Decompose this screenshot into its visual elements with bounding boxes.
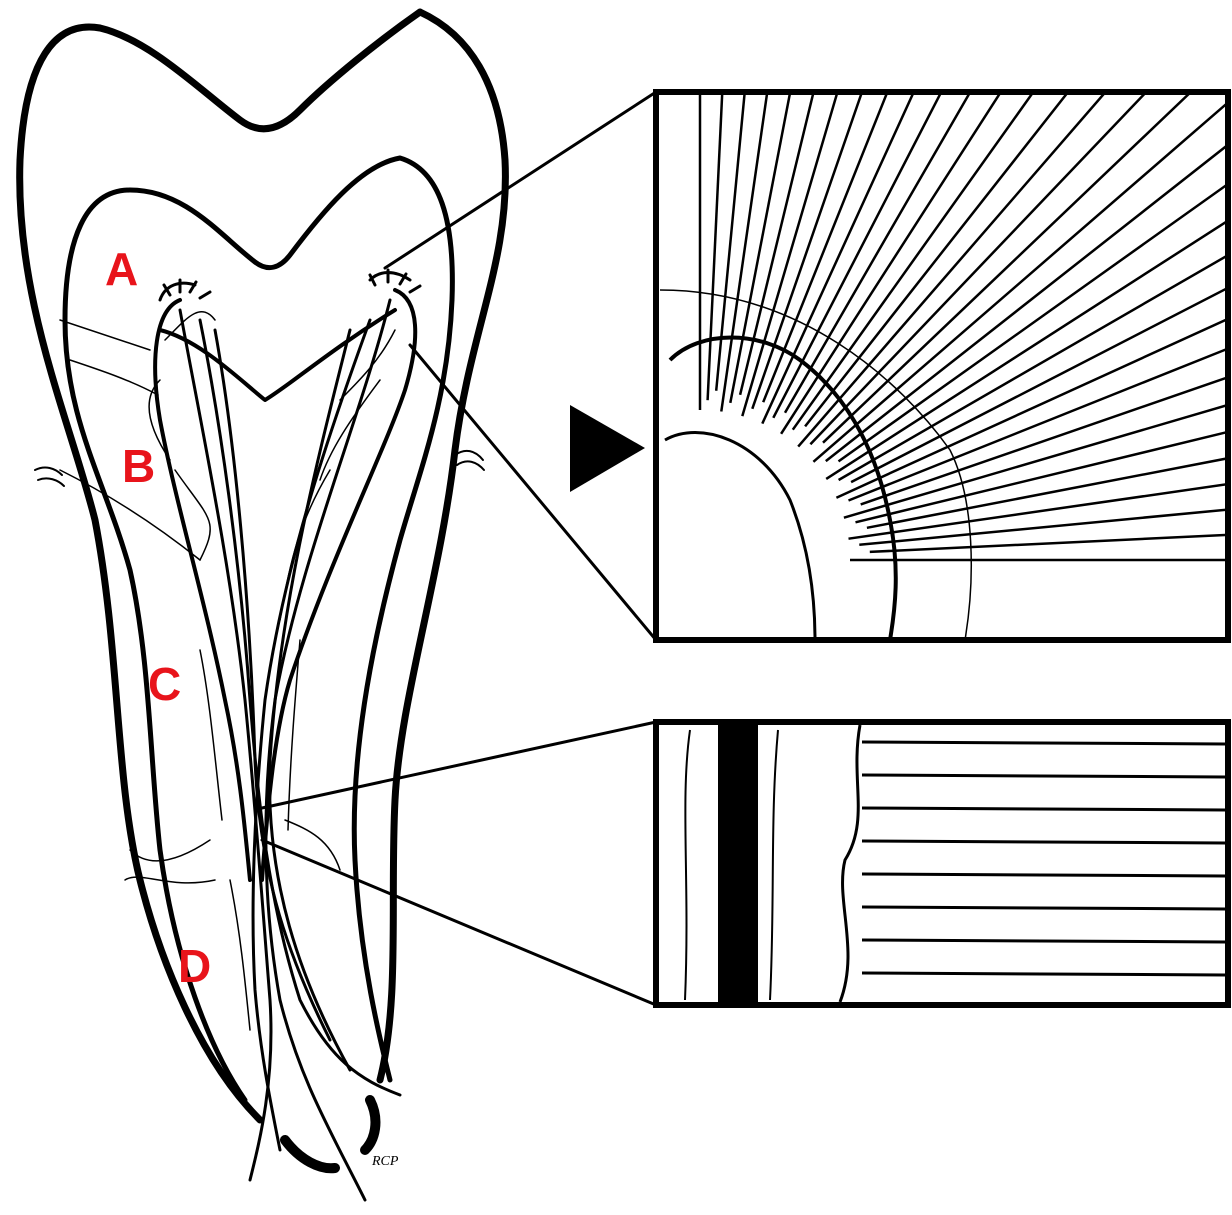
dentinal-tubule [862, 973, 1226, 975]
dentinal-tubule [862, 808, 1226, 810]
region-label-d: D [178, 940, 211, 992]
region-label-a: A [105, 243, 138, 295]
region-label-b: B [122, 440, 155, 492]
callout-lines [262, 92, 656, 1005]
lower-inset [656, 722, 1228, 1008]
nerve-trunk-band [718, 725, 758, 1002]
upper-inset [656, 0, 1232, 640]
triangle-right-icon [570, 405, 645, 492]
region-label-c: C [148, 658, 181, 710]
dentinal-tubule [862, 940, 1226, 942]
pulp-horn-left [160, 280, 210, 300]
periodontal-fibres-right [455, 451, 484, 470]
tooth-outer-outline [20, 12, 506, 1120]
dentinal-tubule [862, 841, 1226, 843]
dentinal-tubule [862, 874, 1226, 876]
dentinal-tubule [862, 775, 1226, 777]
dentinal-tubule [862, 907, 1226, 909]
tooth-illustration [20, 12, 656, 1200]
artist-signature: RCP [371, 1154, 399, 1169]
upper-inset-frame [656, 92, 1228, 640]
dentinal-tubule [862, 742, 1226, 744]
